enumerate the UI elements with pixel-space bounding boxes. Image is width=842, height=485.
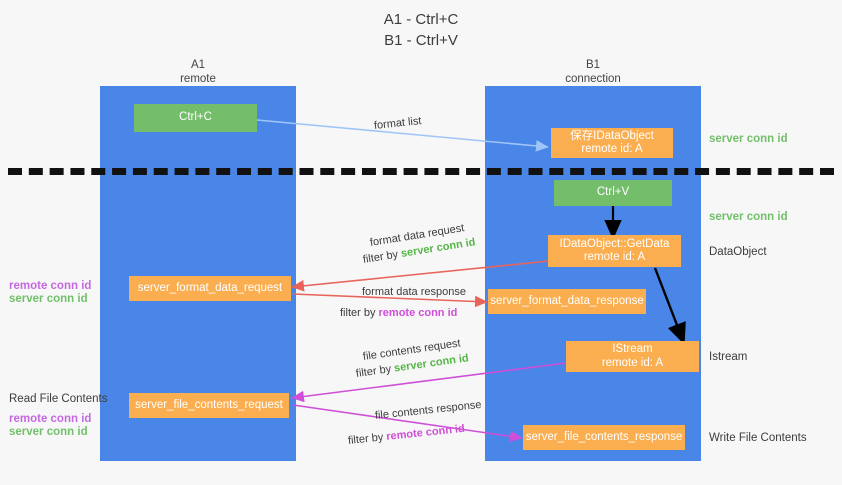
arrow-format-data-response [292,293,488,308]
node-server-file-contents-request-label: server_file_contents_request [135,398,283,411]
label-server-conn-id-mid: server conn id [709,211,788,223]
node-istream-line2: remote id: A [601,356,664,369]
node-server-file-contents-response-label: server_file_contents_response [525,430,683,443]
node-server-format-data-response[interactable]: server_format_data_response [488,289,646,314]
phase-separator-dashed-line [8,168,834,175]
arrow-getdata-to-istream [653,267,686,345]
label-remote-conn-id-low: remote conn id [9,413,92,425]
label-server-conn-id-left-mid: server conn id [9,293,88,305]
label-dataobject: DataObject [709,246,767,258]
node-server-file-contents-response[interactable]: server_file_contents_response [523,425,685,450]
title-line-2: B1 - Ctrl+V [384,32,458,49]
node-istream-line1: IStream [612,343,653,355]
arrow-format-data-request [291,260,550,292]
node-ctrl-v[interactable]: Ctrl+V [554,180,672,206]
caption-fcres-filter-prefix: filter by [347,431,387,447]
caption-format-data-response-filter: filter by remote conn id [340,306,457,320]
caption-fdres-filter-prefix: filter by [340,307,379,319]
node-idataobject-getdata[interactable]: IDataObject::GetData remote id: A [548,235,681,267]
node-ctrl-c-label: Ctrl+C [179,111,212,124]
node-getdata-line2: remote id: A [583,251,646,263]
node-save-idataobject[interactable]: 保存IDataObject remote id: A [551,128,673,158]
lane-left-role: remote [180,73,216,85]
node-server-format-data-response-label: server_format_data_response [490,294,644,307]
lane-right-role: connection [565,73,621,85]
lane-header-left: A1 remote [100,58,296,86]
title-line-1: A1 - Ctrl+C [383,11,459,28]
node-ctrl-c[interactable]: Ctrl+C [134,104,257,132]
node-getdata-line1: IDataObject::GetData [559,237,670,250]
node-server-format-data-request[interactable]: server_format_data_request [129,276,291,301]
caption-format-data-response: format data response [362,286,466,298]
label-server-conn-id-low: server conn id [9,426,88,438]
arrow-file-contents-response [292,404,523,442]
node-server-file-contents-request[interactable]: server_file_contents_request [129,393,289,418]
arrow-format-list [256,119,549,152]
label-remote-conn-id-mid: remote conn id [9,280,92,292]
node-server-format-data-request-label: server_format_data_request [137,281,283,294]
node-save-idataobject-line1: 保存IDataObject [570,129,654,142]
lane-right-name: B1 [585,59,601,71]
node-istream[interactable]: IStream remote id: A [566,341,699,372]
caption-fdres-filter-value: remote conn id [378,307,458,319]
label-write-file-contents: Write File Contents [709,432,807,444]
label-read-file-contents: Read File Contents [9,393,108,405]
label-istream: Istream [709,351,748,363]
label-server-conn-id-top: server conn id [709,133,788,145]
node-save-idataobject-line2: remote id: A [581,143,643,155]
page-title: A1 - Ctrl+C B1 - Ctrl+V [0,9,842,51]
lane-left-name: A1 [190,59,206,71]
node-ctrl-v-label: Ctrl+V [596,186,630,199]
lane-header-right: B1 connection [485,58,701,86]
arrow-file-contents-request [291,362,567,403]
